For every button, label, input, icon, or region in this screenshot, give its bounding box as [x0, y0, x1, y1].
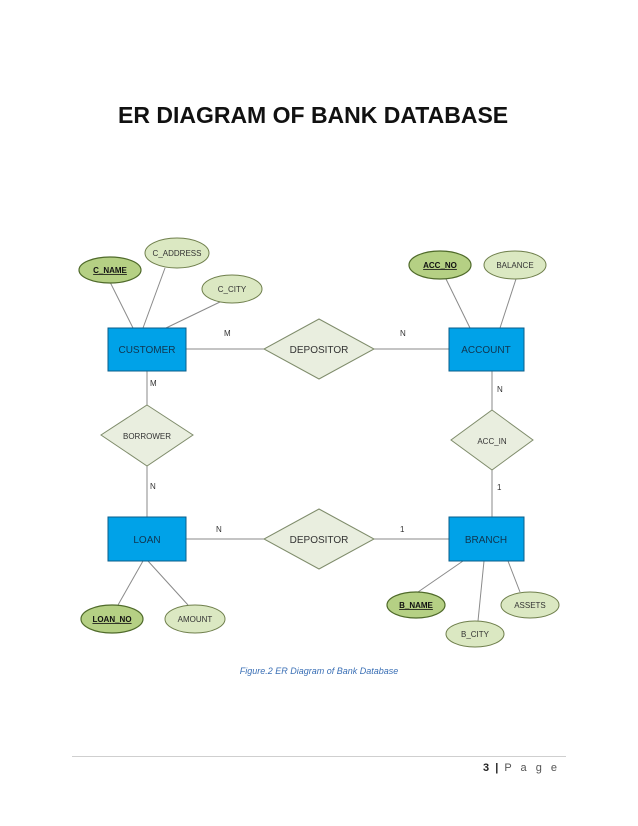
- cardinality-depositor-account: N: [400, 329, 406, 338]
- attribute-b-city: B_CITY: [445, 620, 505, 648]
- attribute-amount: AMOUNT: [164, 604, 226, 634]
- attribute-balance: BALANCE: [483, 250, 547, 280]
- attribute-c-city: C_CITY: [201, 274, 263, 304]
- attribute-b-city-label: B_CITY: [461, 630, 490, 639]
- entity-customer: CUSTOMER: [107, 327, 187, 372]
- cardinality-depositor-branch: 1: [400, 525, 405, 534]
- cardinality-acc-in-branch: 1: [497, 483, 502, 492]
- link-loan-amount: [147, 560, 189, 606]
- cardinality-account-acc-in: N: [497, 385, 503, 394]
- entity-account: ACCOUNT: [448, 327, 525, 372]
- attribute-c-name: C_NAME: [78, 256, 142, 284]
- link-branch-b-name: [417, 560, 464, 593]
- entity-account-label: ACCOUNT: [461, 345, 510, 356]
- entity-branch: BRANCH: [448, 516, 525, 562]
- relationship-borrower-label: BORROWER: [123, 432, 171, 441]
- cardinality-customer-depositor: M: [224, 329, 231, 338]
- link-loan-loan-no: [117, 560, 144, 606]
- cardinality-borrower-loan: N: [150, 482, 156, 491]
- entity-customer-label: CUSTOMER: [118, 345, 175, 356]
- attribute-c-address: C_ADDRESS: [144, 237, 210, 269]
- link-customer-c-address: [142, 267, 166, 329]
- attribute-assets: ASSETS: [500, 591, 560, 619]
- link-account-balance: [499, 278, 517, 329]
- footer-separator: |: [495, 762, 499, 774]
- link-account-acc-no: [445, 278, 471, 329]
- attribute-acc-no: ACC_NO: [408, 250, 472, 280]
- attribute-amount-label: AMOUNT: [178, 615, 213, 624]
- relationship-acc-in: ACC_IN: [450, 409, 534, 471]
- figure-caption: Figure.2 ER Diagram of Bank Database: [239, 666, 399, 676]
- relationship-depositor-bottom-label: DEPOSITOR: [290, 535, 349, 546]
- entity-loan: LOAN: [107, 516, 187, 562]
- link-customer-c-name: [109, 281, 134, 329]
- attribute-loan-no: LOAN_NO: [80, 604, 144, 634]
- page-number: 3: [483, 762, 490, 774]
- connector-lines: [109, 267, 521, 622]
- relationship-depositor-bottom: DEPOSITOR: [262, 508, 376, 570]
- relationship-depositor-top-label: DEPOSITOR: [290, 345, 349, 356]
- relationship-depositor-top: DEPOSITOR: [262, 318, 376, 380]
- attribute-c-city-label: C_CITY: [218, 285, 247, 294]
- relationship-borrower: BORROWER: [100, 404, 194, 467]
- attribute-b-name: B_NAME: [386, 591, 446, 619]
- attribute-assets-label: ASSETS: [514, 601, 546, 610]
- cardinality-loan-depositor: N: [216, 525, 222, 534]
- attribute-b-name-label: B_NAME: [399, 601, 433, 610]
- attribute-c-name-label: C_NAME: [93, 266, 127, 275]
- link-customer-c-city: [165, 300, 223, 329]
- cardinality-customer-borrower: M: [150, 379, 157, 388]
- attribute-balance-label: BALANCE: [496, 261, 533, 270]
- page-title: ER DIAGRAM OF BANK DATABASE: [118, 102, 509, 128]
- footer-divider: [72, 756, 566, 757]
- page-word: P a g e: [504, 762, 560, 774]
- attribute-acc-no-label: ACC_NO: [423, 261, 457, 270]
- link-branch-b-city: [477, 560, 485, 622]
- page-footer: 3 | P a g e: [483, 762, 560, 774]
- attribute-c-address-label: C_ADDRESS: [153, 249, 202, 258]
- cardinality-labels: M N M N N 1 N 1: [150, 329, 503, 534]
- entity-loan-label: LOAN: [133, 535, 160, 546]
- relationship-acc-in-label: ACC_IN: [477, 437, 507, 446]
- attribute-loan-no-label: LOAN_NO: [92, 615, 131, 624]
- link-branch-assets: [507, 560, 521, 593]
- entity-branch-label: BRANCH: [465, 535, 507, 546]
